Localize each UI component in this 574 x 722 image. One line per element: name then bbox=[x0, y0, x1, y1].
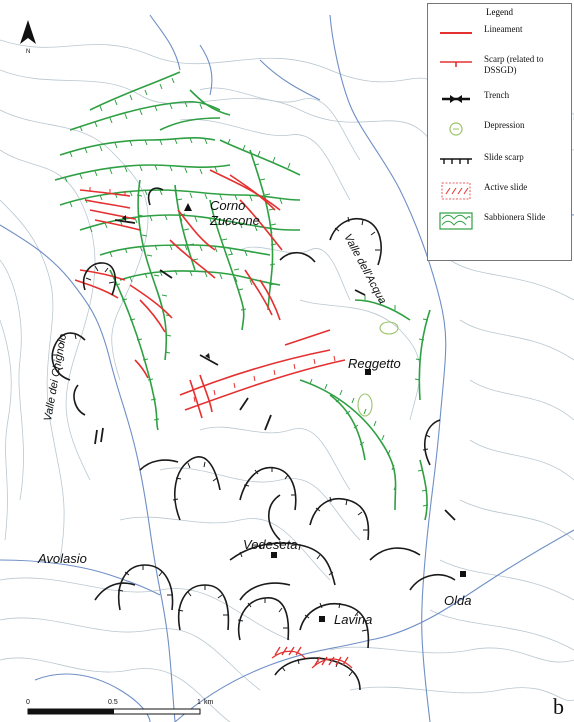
legend-label: Lineament bbox=[484, 24, 523, 34]
vedeseta-marker bbox=[271, 552, 277, 558]
scale-unit: km bbox=[204, 699, 214, 706]
olda-marker bbox=[460, 571, 466, 577]
scale-tick-mid: 0.5 bbox=[108, 699, 118, 706]
legend-item-depression: Depression bbox=[428, 116, 571, 142]
panel-letter: b bbox=[553, 694, 564, 719]
active-slide bbox=[271, 646, 353, 669]
sabbionera-icon bbox=[439, 212, 473, 230]
sabbionera-slide-scarps bbox=[54, 71, 431, 521]
label-corno-zuccone: Corno Zuccone bbox=[210, 198, 260, 228]
label-olda: Olda bbox=[444, 593, 472, 608]
scarp-icon bbox=[440, 61, 472, 67]
legend-label: Trench bbox=[484, 90, 510, 100]
label-avolasio: Avolasio bbox=[38, 551, 87, 566]
slide-scarp-icon bbox=[440, 158, 472, 164]
legend-label: Slide scarp bbox=[484, 152, 524, 162]
trenches bbox=[94, 219, 456, 521]
reggetto-marker bbox=[365, 369, 371, 375]
legend-item-slide-scarp: Slide scarp bbox=[428, 148, 571, 174]
north-label: N bbox=[26, 49, 30, 55]
trench-marks bbox=[122, 215, 210, 359]
lineaments bbox=[74, 169, 346, 419]
legend-label: Depression bbox=[484, 120, 525, 130]
legend-item-scarp: Scarp (related to DSSGD) bbox=[428, 50, 571, 76]
legend-item-lineament: Lineament bbox=[428, 20, 571, 46]
lineament-ticks bbox=[89, 187, 336, 403]
label-reggetto: Reggetto bbox=[348, 356, 401, 371]
slide-scarp-ticks bbox=[52, 216, 431, 677]
slide-scarps bbox=[51, 187, 456, 691]
legend-item-sabbionera: Sabbionera Slide bbox=[428, 208, 571, 234]
north-arrow-icon bbox=[20, 20, 36, 44]
label-vedeseta: Vedeseta bbox=[243, 537, 298, 552]
label-lavina: Lavina bbox=[334, 612, 373, 627]
trench-icon bbox=[442, 95, 470, 103]
legend-box: Legend Lineament Scarp (related to DSSGD… bbox=[427, 3, 572, 261]
depression-icon bbox=[449, 122, 463, 136]
lavina-marker bbox=[319, 616, 325, 622]
scale-tick-end: 1 bbox=[197, 699, 201, 706]
legend-label: Scarp (related to DSSGD) bbox=[484, 54, 544, 75]
summit-marker-icon bbox=[184, 203, 192, 211]
legend-label: Sabbionera Slide bbox=[484, 212, 546, 222]
depressions bbox=[357, 321, 399, 417]
streams bbox=[0, 14, 574, 722]
legend-item-trench: Trench bbox=[428, 86, 571, 112]
lineament-icon bbox=[440, 32, 472, 34]
place-markers bbox=[184, 203, 466, 622]
scale-bar bbox=[27, 708, 201, 715]
active-slide-icon bbox=[441, 182, 471, 200]
legend-title: Legend bbox=[486, 7, 513, 17]
legend-label: Active slide bbox=[484, 182, 528, 192]
scale-tick-0: 0 bbox=[26, 699, 30, 706]
legend-item-active-slide: Active slide bbox=[428, 178, 571, 204]
